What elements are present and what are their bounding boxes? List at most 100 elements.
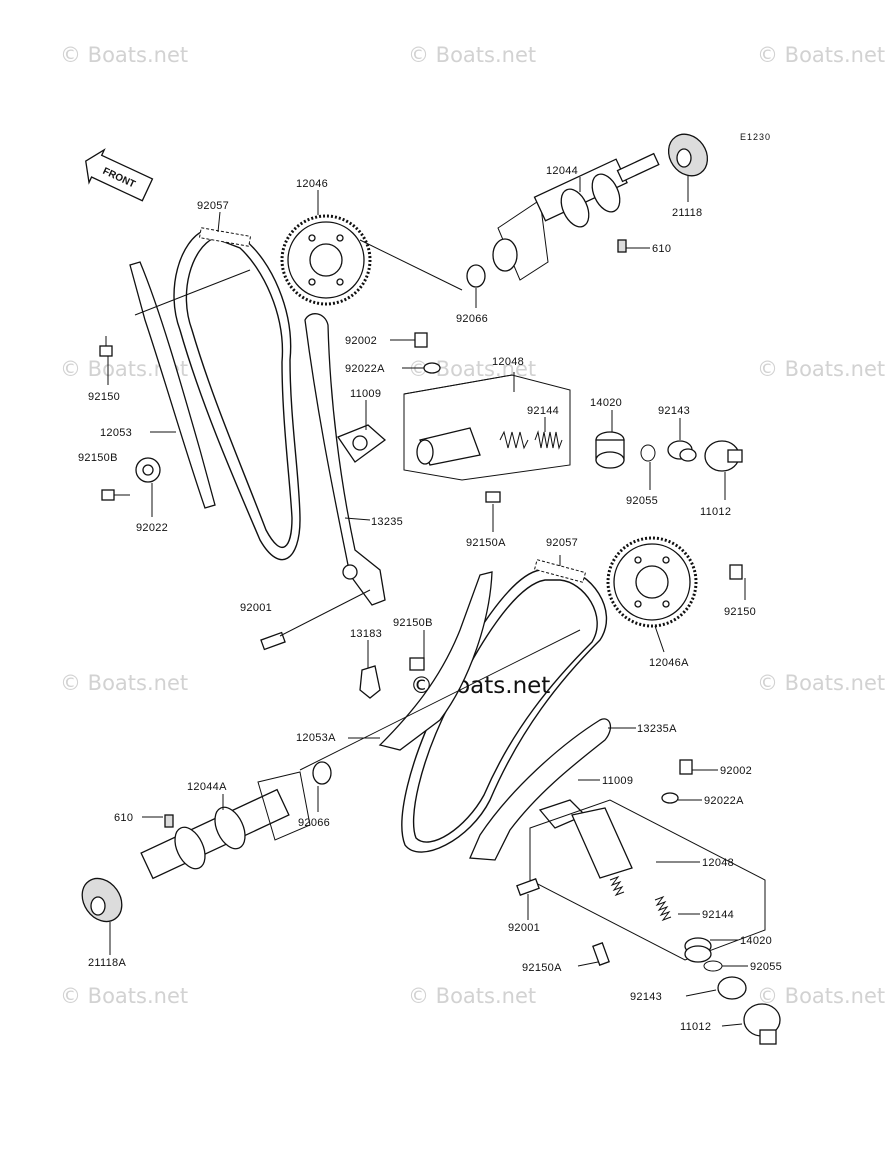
cam-lobe (560, 188, 590, 228)
cam-lobe (174, 826, 206, 870)
label-21118A: 21118A (88, 957, 126, 969)
label-92055: 92055 (626, 495, 658, 507)
label-92002: 92002 (345, 335, 377, 347)
washer-92022A (423, 362, 441, 374)
bolt-92002-lower (679, 759, 693, 775)
part-21118 (667, 133, 709, 177)
label-92150-lower: 92150 (724, 606, 756, 618)
dowel-pin-610-lower (164, 814, 174, 828)
label-12046: 12046 (296, 178, 328, 190)
washer-hole (142, 464, 154, 476)
watermark: © Boats.net (757, 43, 885, 67)
sprocket-12046A (606, 536, 698, 628)
label-92022A-lower: 92022A (704, 795, 744, 807)
label-92150A-lower: 92150A (522, 962, 562, 974)
chain-links-lower (533, 559, 587, 583)
collar-92143 (667, 440, 697, 462)
label-92144-lower: 92144 (702, 909, 734, 921)
cap-bolt-11012-lower (743, 1003, 781, 1045)
cam-lobe (591, 173, 621, 213)
label-92150B-lower: 92150B (393, 617, 433, 629)
leader-lines (107, 175, 748, 1027)
bracket-13183 (359, 665, 381, 699)
watermark: © Boats.net (408, 984, 536, 1008)
chain-92057 (173, 229, 301, 561)
label-12044: 12044 (546, 165, 578, 177)
label-12044A: 12044A (187, 781, 227, 793)
label-92150: 92150 (88, 391, 120, 403)
sensor-plate-hole (676, 148, 692, 168)
bolt-92002 (414, 332, 428, 348)
label-92144: 92144 (527, 405, 559, 417)
label-610-lower: 610 (114, 812, 133, 824)
sprocket-12046 (280, 214, 372, 306)
label-14020-lower: 14020 (740, 935, 772, 947)
cam-lobe (214, 806, 246, 850)
tensioner-guide-13235A (469, 718, 612, 861)
label-92022: 92022 (136, 522, 168, 534)
label-92002-lower: 92002 (720, 765, 752, 777)
watermark: © Boats.net (408, 43, 536, 67)
tensioner-bracket-lower (529, 799, 766, 961)
label-11012: 11012 (700, 506, 731, 518)
cap-14020-lower (684, 937, 712, 963)
cap-14020 (595, 431, 625, 469)
cam-body (140, 788, 290, 880)
label-92055-lower: 92055 (750, 961, 782, 973)
bolt-92150B-lower (409, 657, 425, 671)
tensioner-end (416, 439, 434, 465)
bolt-92001 (260, 631, 286, 651)
label-12053: 12053 (100, 427, 132, 439)
leader (359, 239, 463, 291)
o-ring-92055 (640, 444, 656, 462)
bolt-92150-lower (729, 564, 743, 580)
watermark: © Boats.net (60, 671, 188, 695)
label-13235: 13235 (371, 516, 403, 528)
dowel-pin-610 (617, 239, 627, 253)
bush-92066-lower (312, 761, 332, 785)
chain-guide-12053 (129, 261, 216, 509)
label-610: 610 (652, 243, 671, 255)
watermark: © Boats.net (60, 984, 188, 1008)
tensioner-body-lower (571, 807, 633, 879)
reference-code: E1230 (740, 132, 771, 142)
label-12046A: 12046A (649, 657, 689, 669)
label-92057: 92057 (197, 200, 229, 212)
chain-links (198, 227, 252, 247)
part-labels: 12044 21118 610 12046 92057 92066 92002 … (78, 165, 782, 1033)
label-92150A: 92150A (466, 537, 506, 549)
label-13235A: 13235A (637, 723, 677, 735)
watermark: © Boats.net (757, 357, 885, 381)
tensioner-guide-13235 (304, 313, 386, 606)
watermark: © Boats.net (757, 984, 885, 1008)
chain-92057-inner (185, 237, 293, 548)
label-92001-lower: 92001 (508, 922, 540, 934)
label-92143-lower: 92143 (630, 991, 662, 1003)
washer-92022A-lower (661, 792, 679, 804)
tensioner-bracket (403, 374, 571, 481)
label-11009: 11009 (350, 388, 381, 400)
bolt-92150A-lower (592, 942, 610, 966)
label-92143: 92143 (658, 405, 690, 417)
label-92066: 92066 (456, 313, 488, 325)
o-ring-92055-lower (703, 960, 723, 972)
watermark: © Boats.net (60, 43, 188, 67)
label-14020: 14020 (590, 397, 622, 409)
bolt-92150B (101, 489, 115, 501)
spring-92144 (499, 430, 563, 450)
bolt-92001-lower (516, 878, 540, 896)
label-92150B: 92150B (78, 452, 118, 464)
camshaft-12044 (492, 152, 660, 281)
front-arrow-shape (85, 148, 154, 202)
label-12048-lower: 12048 (702, 857, 734, 869)
label-11009-lower: 11009 (602, 775, 633, 787)
label-92066-lower: 92066 (298, 817, 330, 829)
cap-bolt-11012 (704, 440, 743, 472)
camshaft-12044A (140, 771, 311, 880)
front-arrow: FRONT (85, 148, 154, 202)
label-11012-lower: 11012 (680, 1021, 711, 1033)
cam-shaft-end (616, 152, 660, 183)
label-92001: 92001 (240, 602, 272, 614)
cam-flange-lower (257, 771, 311, 841)
